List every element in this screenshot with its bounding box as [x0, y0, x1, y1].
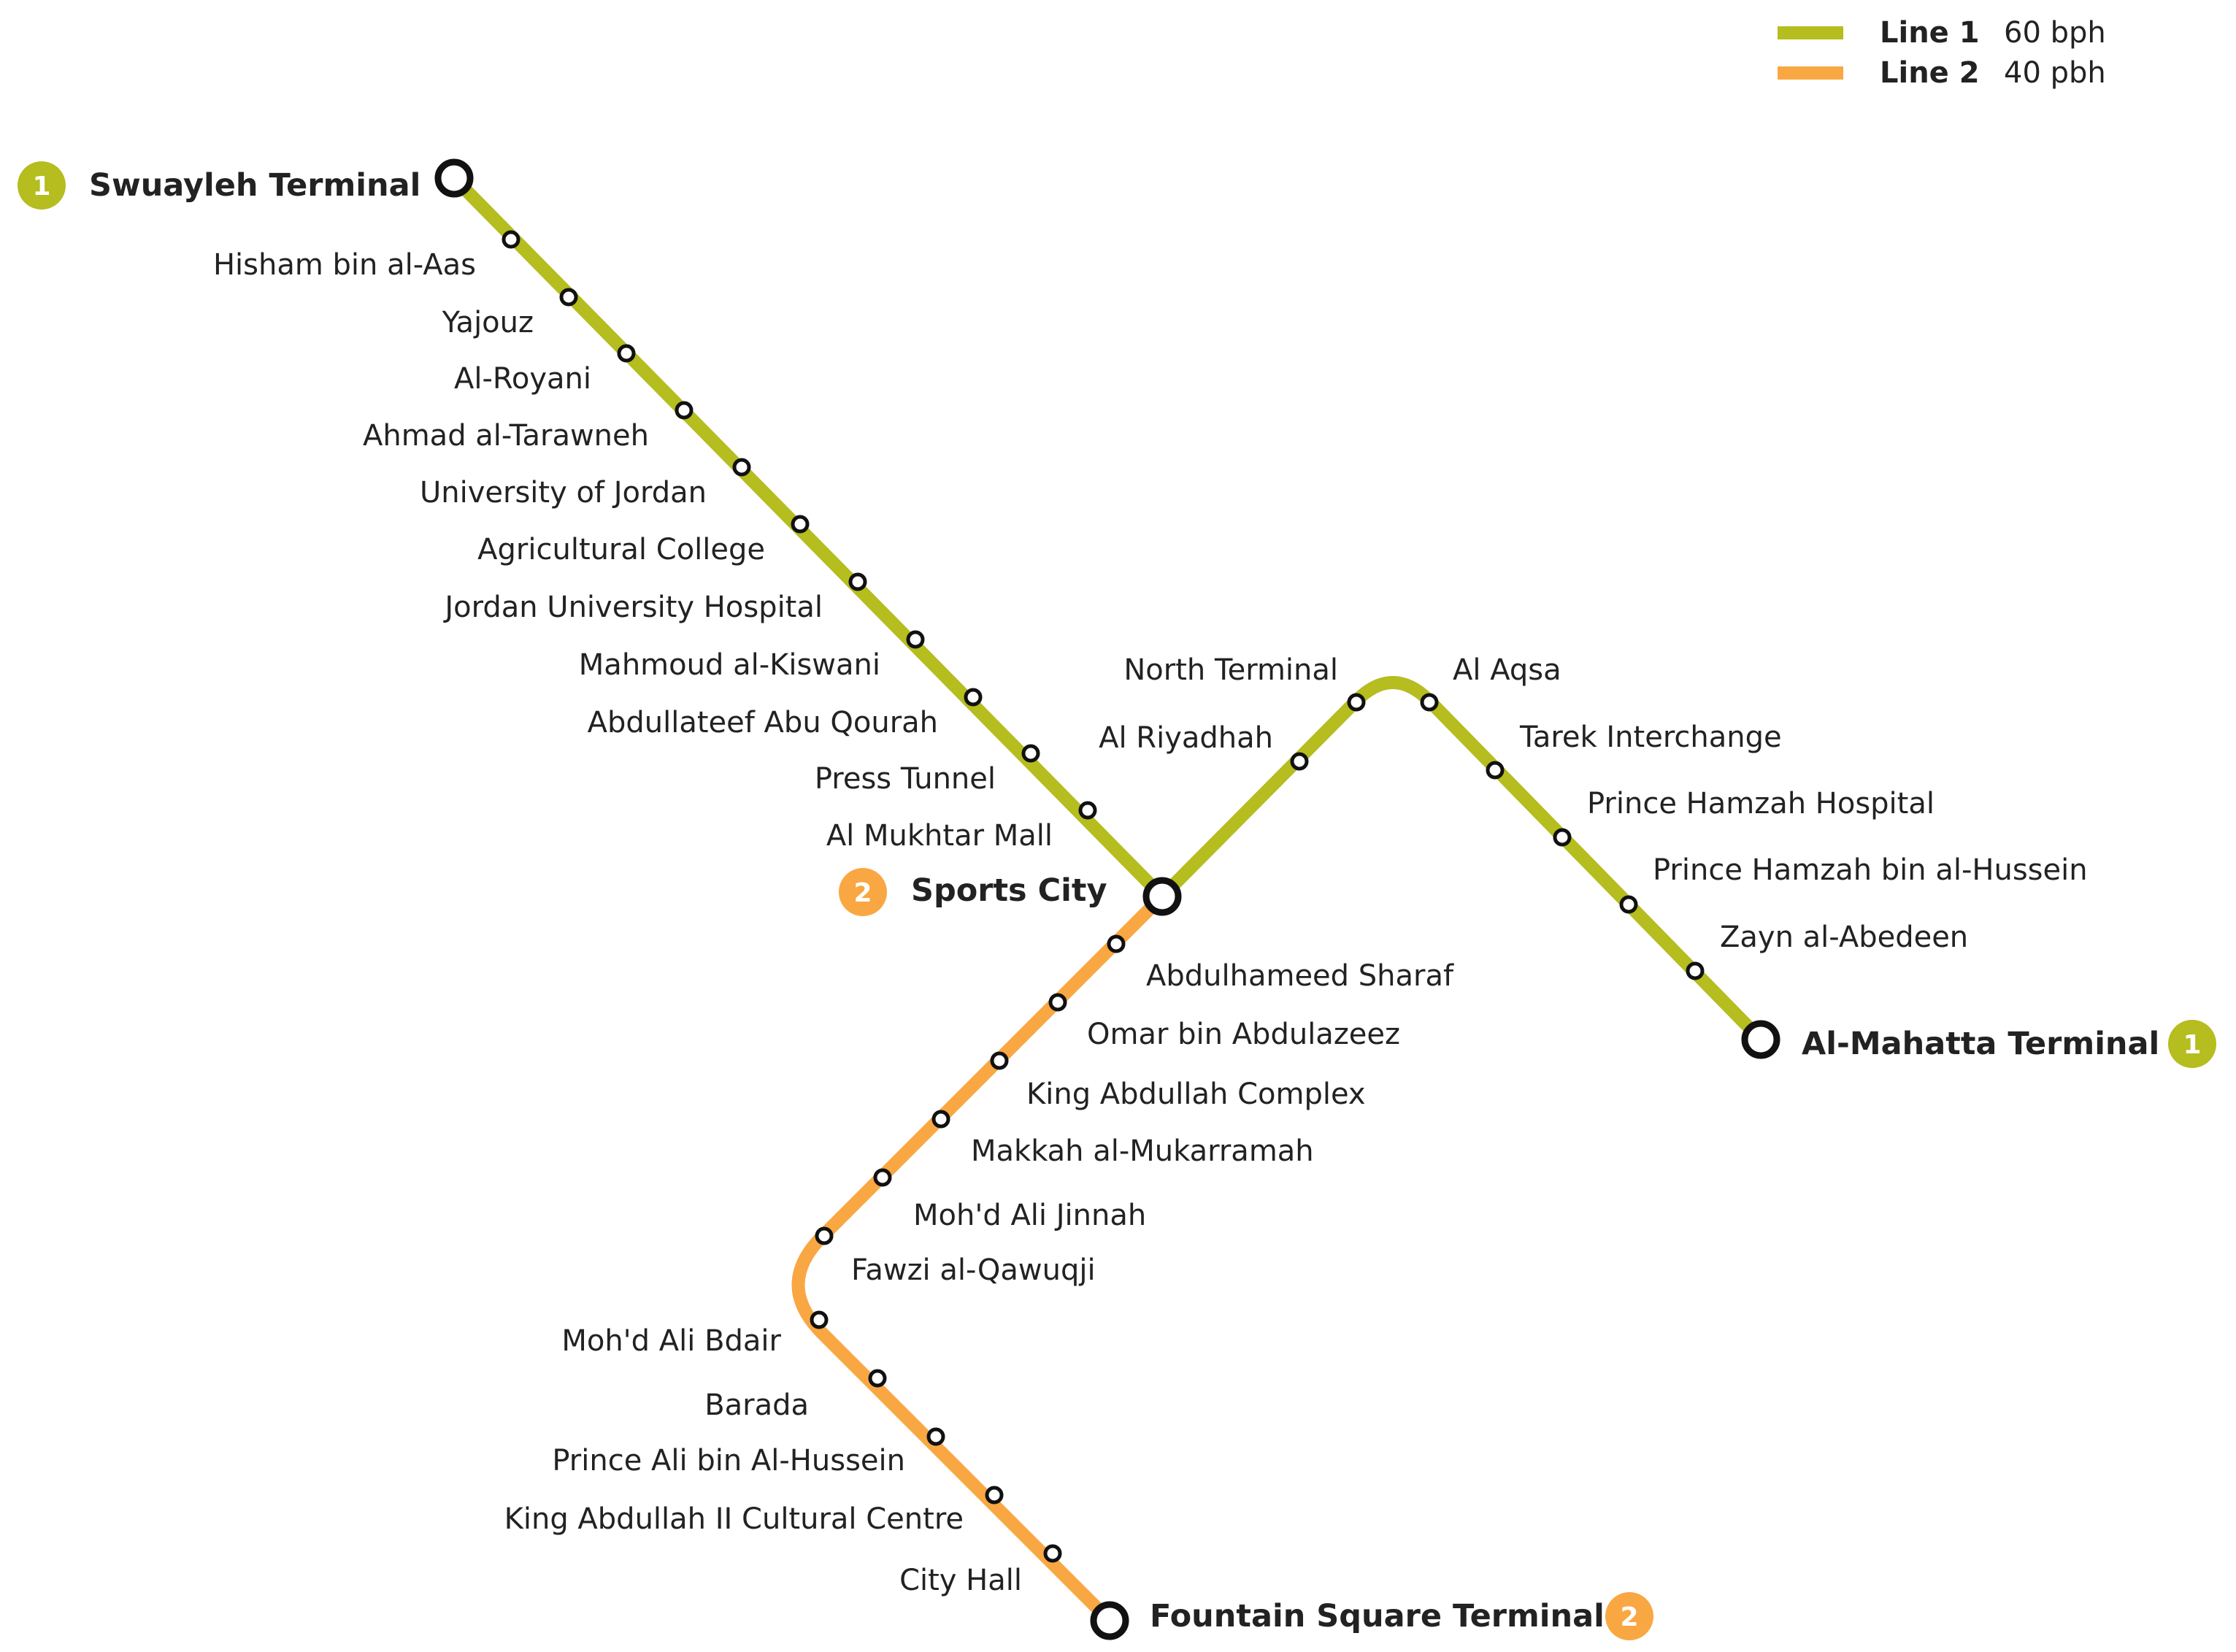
station-tarek-interchange-label: Tarek Interchange	[1519, 721, 1782, 754]
station-abdullateef-abu-qourah-marker[interactable]	[964, 688, 983, 707]
station-agricultural-college-label: Agricultural College	[477, 533, 765, 566]
terminal-swuayleh-label: Swuayleh Terminal	[89, 167, 420, 204]
station-barada-label: Barada	[704, 1388, 809, 1422]
station-prince-hamzah-hospital-label: Prince Hamzah Hospital	[1587, 787, 1935, 821]
legend-line1-name: Line 1	[1880, 16, 1980, 50]
legend-line1-rate: 60 bph	[2004, 16, 2106, 50]
station-prince-hamzah-hospital-marker[interactable]	[1553, 828, 1572, 847]
stations	[502, 230, 1705, 1563]
station-prince-ali-bin-al-hussein-label: Prince Ali bin Al-Hussein	[552, 1444, 905, 1478]
terminal-swuayleh-marker[interactable]	[434, 158, 474, 198]
station-abdullateef-abu-qourah-label: Abdullateef Abu Qourah	[588, 706, 938, 739]
station-prince-hamzah-bin-al-hussein-label: Prince Hamzah bin al-Hussein	[1653, 853, 2088, 887]
station-prince-hamzah-bin-al-hussein-marker[interactable]	[1619, 895, 1638, 914]
station-barada-marker[interactable]	[868, 1369, 887, 1388]
legend-line2-name: Line 2	[1880, 56, 1980, 90]
station-zayn-al-abedeen-label: Zayn al-Abedeen	[1720, 921, 1968, 954]
badge-line2-south: 2	[1605, 1592, 1653, 1640]
station-north-terminal-label: North Terminal	[1123, 653, 1338, 687]
station-moh-d-ali-jinnah-label: Moh'd Ali Jinnah	[913, 1199, 1146, 1232]
terminal-fountain-square-label: Fountain Square Terminal	[1150, 1598, 1605, 1634]
station-yajouz-label: Yajouz	[442, 306, 534, 339]
svg-text:2: 2	[853, 878, 872, 908]
station-university-of-jordan-marker[interactable]	[732, 458, 751, 477]
station-ahmad-al-tarawneh-label: Ahmad al-Tarawneh	[363, 419, 649, 453]
station-abdulhameed-sharaf-label: Abdulhameed Sharaf	[1146, 959, 1454, 993]
station-fawzi-al-qawuqji-marker[interactable]	[815, 1226, 834, 1245]
station-mahmoud-al-kiswani-label: Mahmoud al-Kiswani	[579, 648, 880, 682]
station-mahmoud-al-kiswani-marker[interactable]	[906, 630, 925, 649]
station-omar-bin-abdulazeez-label: Omar bin Abdulazeez	[1087, 1018, 1400, 1051]
station-makkah-al-mukarramah-marker[interactable]	[931, 1110, 950, 1129]
badge-line1-east: 1	[2168, 1020, 2216, 1068]
station-tarek-interchange-marker[interactable]	[1486, 761, 1505, 780]
station-al-royani-label: Al-Royani	[454, 362, 591, 396]
station-ahmad-al-tarawneh-marker[interactable]	[675, 401, 694, 420]
legend-line2-rate: 40 pbh	[2004, 56, 2106, 90]
station-al-riyadhah-label: Al Riyadhah	[1099, 721, 1273, 755]
station-moh-d-ali-jinnah-marker[interactable]	[873, 1168, 892, 1187]
terminal-fountain-square-marker[interactable]	[1090, 1601, 1129, 1640]
station-press-tunnel-label: Press Tunnel	[815, 762, 996, 796]
station-king-abdullah-complex-marker[interactable]	[990, 1051, 1009, 1070]
station-abdulhameed-sharaf-marker[interactable]	[1107, 934, 1126, 953]
badge-line1-west: 1	[18, 161, 66, 210]
station-hisham-bin-al-aas-label: Hisham bin al-Aas	[213, 248, 476, 282]
legend: Line 1 60 bph Line 2 40 pbh	[1778, 16, 2106, 90]
station-university-of-jordan-label: University of Jordan	[420, 476, 707, 510]
station-jordan-university-hospital-marker[interactable]	[848, 572, 867, 591]
station-king-abdullah-ii-cultural-centre-marker[interactable]	[985, 1486, 1004, 1505]
station-press-tunnel-marker[interactable]	[1021, 744, 1040, 763]
station-al-riyadhah-marker[interactable]	[1290, 752, 1309, 771]
station-king-abdullah-ii-cultural-centre-label: King Abdullah II Cultural Centre	[504, 1502, 964, 1536]
station-yajouz-marker[interactable]	[559, 288, 578, 307]
station-agricultural-college-marker[interactable]	[791, 515, 810, 534]
station-al-royani-marker[interactable]	[617, 344, 636, 363]
terminal-sports-city-marker[interactable]	[1142, 877, 1182, 916]
station-al-aqsa-label: Al Aqsa	[1453, 653, 1561, 687]
svg-text:2: 2	[1620, 1602, 1638, 1632]
station-hisham-bin-al-aas-marker[interactable]	[502, 230, 520, 249]
station-king-abdullah-complex-label: King Abdullah Complex	[1026, 1077, 1366, 1111]
station-prince-ali-bin-al-hussein-marker[interactable]	[926, 1427, 945, 1446]
terminal-al-mahatta-marker[interactable]	[1741, 1020, 1780, 1059]
station-makkah-al-mukarramah-label: Makkah al-Mukarramah	[971, 1134, 1314, 1168]
station-al-mukhtar-mall-label: Al Mukhtar Mall	[826, 819, 1053, 853]
station-zayn-al-abedeen-marker[interactable]	[1686, 961, 1705, 980]
badge-line2-hub: 2	[839, 868, 887, 916]
svg-text:1: 1	[32, 172, 50, 201]
line-badges: 1 1 2 2	[18, 161, 2216, 1640]
station-moh-d-ali-bdair-marker[interactable]	[810, 1310, 829, 1329]
station-city-hall-marker[interactable]	[1043, 1544, 1062, 1563]
station-omar-bin-abdulazeez-marker[interactable]	[1048, 993, 1067, 1012]
station-al-aqsa-marker[interactable]	[1420, 693, 1439, 712]
station-moh-d-ali-bdair-label: Moh'd Ali Bdair	[561, 1324, 781, 1358]
station-north-terminal-marker[interactable]	[1347, 693, 1366, 712]
station-city-hall-label: City Hall	[899, 1564, 1022, 1597]
svg-text:1: 1	[2183, 1030, 2201, 1060]
terminals: Swuayleh Terminal Sports City Al-Mahatta…	[89, 158, 2159, 1640]
terminal-al-mahatta-label: Al-Mahatta Terminal	[1802, 1026, 2159, 1062]
station-jordan-university-hospital-label: Jordan University Hospital	[442, 591, 823, 624]
station-fawzi-al-qawuqji-label: Fawzi al-Qawuqji	[851, 1253, 1096, 1287]
station-al-mukhtar-mall-marker[interactable]	[1078, 801, 1097, 820]
terminal-sports-city-label: Sports City	[911, 872, 1107, 909]
